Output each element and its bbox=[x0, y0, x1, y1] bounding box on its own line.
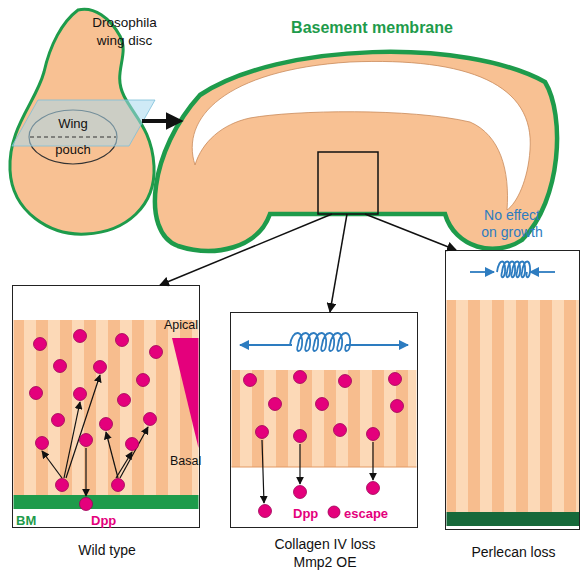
collagen-loss-panel: DppescapeCollagen IV loss Mmp2 OE bbox=[230, 312, 418, 528]
dpp-label: Dpp bbox=[91, 513, 126, 529]
escape-label: escape bbox=[344, 506, 404, 522]
zoom-arrow bbox=[142, 119, 180, 123]
pouch-label: Wing pouch bbox=[48, 111, 98, 163]
wing-pouch-shape bbox=[29, 110, 117, 164]
disc-cross-section-shape bbox=[155, 52, 557, 251]
dpp-label: Dpp bbox=[293, 506, 325, 522]
panel-caption: Collagen IV loss Mmp2 OE bbox=[262, 535, 388, 571]
wild-type-panel: ApicalBasalBMDppWild type bbox=[12, 285, 200, 528]
axis-label: Basal bbox=[170, 453, 210, 469]
wing-disc: Drosophila wing discWing pouch bbox=[0, 0, 170, 245]
panel-arrow bbox=[365, 214, 456, 250]
perlecan-loss-panel: No effect on growthPerlecan loss bbox=[445, 250, 580, 530]
bm-label: BM bbox=[16, 513, 46, 529]
panel-caption: Perlecan loss bbox=[446, 543, 581, 561]
wing-pouch: Wing pouch bbox=[28, 109, 118, 165]
panel-caption: Wild type bbox=[13, 541, 201, 559]
panel-arrow bbox=[330, 214, 347, 312]
section-heading: Basement membrane bbox=[272, 18, 472, 38]
axis-label: Apical bbox=[164, 317, 204, 333]
disc-label: Drosophila wing disc bbox=[82, 14, 167, 50]
effect-note: No effect on growth bbox=[476, 207, 548, 241]
